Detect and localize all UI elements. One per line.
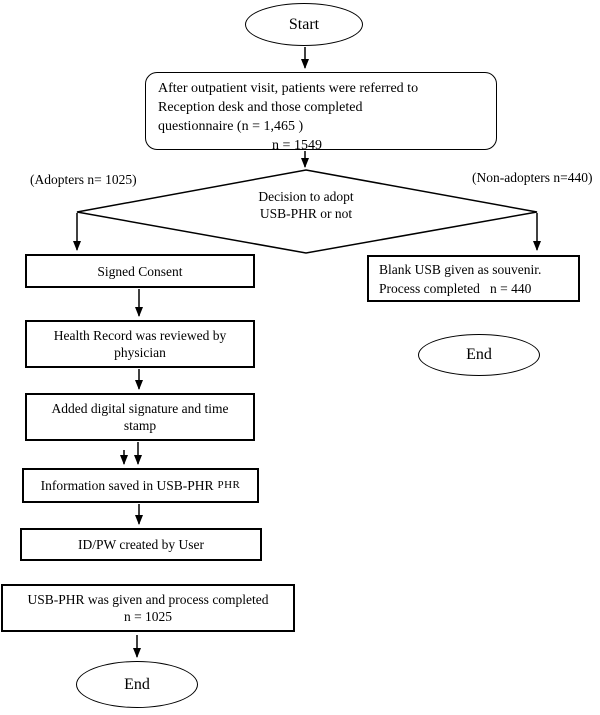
decision-line2: USB-PHR or not xyxy=(259,206,353,221)
end-left-node: End xyxy=(76,661,198,708)
id-pw-label: ID/PW created by User xyxy=(77,537,205,552)
signed-consent-node: Signed Consent xyxy=(25,254,255,288)
signed-consent-label: Signed Consent xyxy=(97,263,183,279)
usb-given-line1: USB-PHR was given and process completed xyxy=(27,592,269,607)
usb-given-line2: n = 1025 xyxy=(123,609,173,624)
adopters-label: (Adopters n= 1025) xyxy=(30,172,137,187)
info-saved-suffix: PHR xyxy=(217,479,241,491)
decision-line1: Decision to adopt xyxy=(258,189,354,204)
id-pw-node: ID/PW created by User xyxy=(20,528,262,561)
health-record-node: Health Record was reviewed by physician xyxy=(25,320,255,368)
info-saved-label: Information saved in USB-PHR xyxy=(40,478,214,493)
intro-node: After outpatient visit, patients were re… xyxy=(145,72,497,153)
digital-signature-line1: Added digital signature and time xyxy=(51,401,229,416)
end-right-label: End xyxy=(466,346,492,363)
digital-signature-line2: stamp xyxy=(123,418,157,433)
usb-given-node: USB-PHR was given and process completed … xyxy=(1,584,295,632)
start-node: Start xyxy=(245,3,363,46)
end-right-node: End xyxy=(418,334,540,376)
blank-usb-line2: Process completed n = 440 xyxy=(379,280,532,296)
intro-line3: questionnaire (n = 1,465 ) xyxy=(158,119,304,134)
health-record-line1: Health Record was reviewed by xyxy=(53,328,227,343)
start-label: Start xyxy=(288,15,320,33)
intro-line2: Reception desk and those completed xyxy=(158,100,363,115)
non-adopters-label: (Non-adopters n=440) xyxy=(472,170,593,185)
decision-node-label: Decision to adopt USB-PHR or not xyxy=(215,188,397,222)
blank-usb-node: Blank USB given as souvenir. Process com… xyxy=(367,255,580,302)
intro-line1: After outpatient visit, patients were re… xyxy=(158,81,419,96)
digital-signature-node: Added digital signature and time stamp xyxy=(25,393,255,441)
decision-diamond-shape xyxy=(76,169,538,254)
intro-line4: n = 1549 xyxy=(272,138,322,153)
blank-usb-line1: Blank USB given as souvenir. xyxy=(379,261,542,277)
end-left-label: End xyxy=(124,675,150,693)
health-record-line2: physician xyxy=(114,345,166,360)
info-saved-node: Information saved in USB-PHR PHR xyxy=(22,468,259,503)
